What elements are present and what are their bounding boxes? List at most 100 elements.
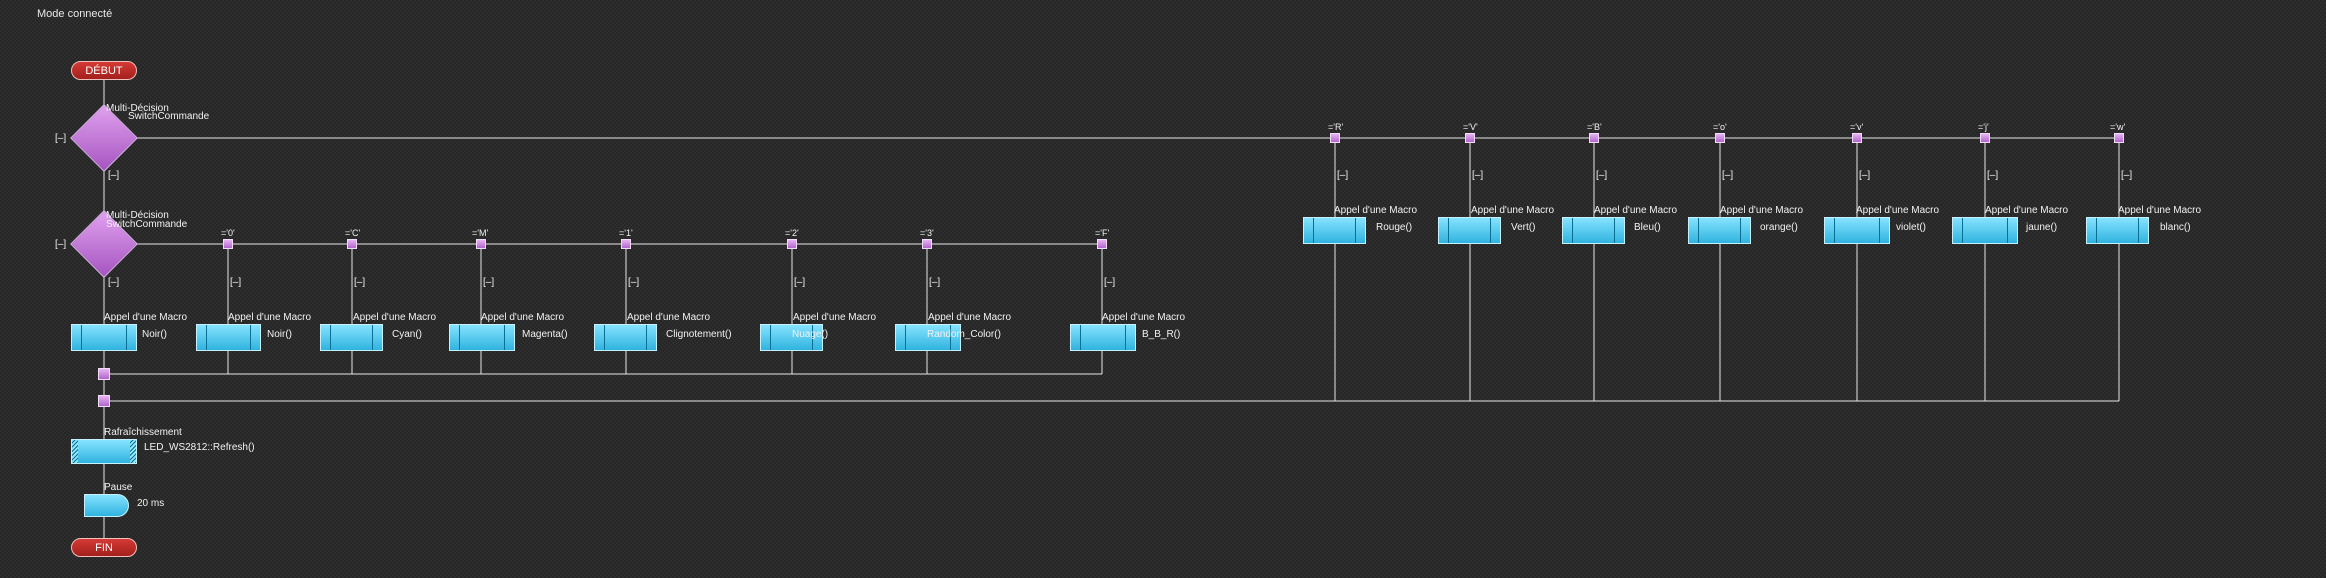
macro-title-bottom: Appel d'une Macro bbox=[481, 312, 565, 323]
macro-call-top: blanc() bbox=[2160, 222, 2191, 233]
case-node-bottom[interactable] bbox=[347, 239, 357, 249]
macro-block-bottom[interactable] bbox=[449, 324, 515, 351]
macro-title-top: Appel d'une Macro bbox=[1334, 205, 1418, 216]
macro-block-bottom[interactable] bbox=[196, 324, 261, 351]
macro-title-bottom: Appel d'une Macro bbox=[228, 312, 312, 323]
case-label-top: ='V' bbox=[1463, 122, 1478, 132]
macro-block-bottom[interactable] bbox=[1070, 324, 1136, 351]
case-node-top[interactable] bbox=[1852, 133, 1862, 143]
macro-title-top: Appel d'une Macro bbox=[1985, 205, 2069, 216]
case-label-bottom: ='1' bbox=[619, 228, 633, 238]
branch-tag-top: [–] bbox=[2121, 170, 2133, 181]
case-label-top: ='w' bbox=[2110, 122, 2126, 132]
case-node-bottom[interactable] bbox=[922, 239, 932, 249]
branch-tag-bottom: [–] bbox=[929, 277, 941, 288]
macro-block-top[interactable] bbox=[1303, 217, 1366, 244]
macro-block-bottom[interactable] bbox=[895, 324, 961, 351]
macro-title-bottom: Appel d'une Macro bbox=[627, 312, 711, 323]
decision-1-name: SwitchCommande bbox=[128, 111, 210, 122]
macro-call-top: jaune() bbox=[2026, 222, 2058, 233]
case-node-top[interactable] bbox=[1980, 133, 1990, 143]
pause-value: 20 ms bbox=[137, 498, 165, 509]
macro-title-top: Appel d'une Macro bbox=[1471, 205, 1555, 216]
junction-node-top[interactable] bbox=[98, 395, 110, 407]
end-terminal[interactable]: FIN bbox=[71, 538, 137, 557]
decision-1-default-below: [–] bbox=[108, 170, 120, 181]
case-node-bottom[interactable] bbox=[1097, 239, 1107, 249]
macro-title-bottom: Appel d'une Macro bbox=[793, 312, 877, 323]
refresh-block[interactable] bbox=[71, 439, 137, 464]
branch-tag-top: [–] bbox=[1472, 170, 1484, 181]
case-node-bottom[interactable] bbox=[621, 239, 631, 249]
case-node-bottom[interactable] bbox=[476, 239, 486, 249]
macro-call-top: Bleu() bbox=[1634, 222, 1661, 233]
macro-block-top[interactable] bbox=[1824, 217, 1890, 244]
case-node-bottom[interactable] bbox=[787, 239, 797, 249]
macro-call-top: orange() bbox=[1760, 222, 1798, 233]
start-terminal[interactable]: DÉBUT bbox=[71, 61, 137, 80]
pause-block[interactable] bbox=[84, 494, 129, 517]
macro-title-bottom: Appel d'une Macro bbox=[928, 312, 1012, 323]
refresh-call: LED_WS2812::Refresh() bbox=[144, 442, 255, 453]
macro-block-top[interactable] bbox=[1952, 217, 2018, 244]
case-label-top: ='B' bbox=[1587, 122, 1602, 132]
case-label-bottom: ='M' bbox=[472, 228, 489, 238]
decision-2-default-below: [–] bbox=[108, 277, 120, 288]
decision-1-type: Multi-Décision bbox=[106, 103, 169, 114]
case-label-bottom: ='F' bbox=[1095, 228, 1110, 238]
macro-block-top[interactable] bbox=[1688, 217, 1751, 244]
branch-tag-top: [–] bbox=[1859, 170, 1871, 181]
macro-call-bottom: Magenta() bbox=[522, 329, 568, 340]
macro-call-bottom: Clignotement() bbox=[666, 329, 732, 340]
case-node-bottom[interactable] bbox=[223, 239, 233, 249]
macro-call-top: Vert() bbox=[1511, 222, 1536, 233]
case-label-bottom: ='3' bbox=[920, 228, 934, 238]
refresh-title: Rafraîchissement bbox=[104, 427, 182, 438]
macro-block-top[interactable] bbox=[1562, 217, 1625, 244]
macro-call-bottom: Nuage() bbox=[792, 329, 829, 340]
macro-title-top: Appel d'une Macro bbox=[2118, 205, 2202, 216]
macro-title-default: Appel d'une Macro bbox=[104, 312, 188, 323]
case-node-top[interactable] bbox=[1589, 133, 1599, 143]
case-label-top: ='o' bbox=[1713, 122, 1727, 132]
macro-title-top: Appel d'une Macro bbox=[1594, 205, 1678, 216]
case-node-top[interactable] bbox=[1465, 133, 1475, 143]
macro-call-bottom: Cyan() bbox=[392, 329, 423, 340]
junction-node-bottom[interactable] bbox=[98, 368, 110, 380]
branch-tag-top: [–] bbox=[1337, 170, 1349, 181]
decision-2-type: Multi-Décision bbox=[106, 210, 169, 221]
branch-tag-bottom: [–] bbox=[230, 277, 242, 288]
case-node-top[interactable] bbox=[2114, 133, 2124, 143]
macro-block-top[interactable] bbox=[1438, 217, 1501, 244]
case-node-top[interactable] bbox=[1715, 133, 1725, 143]
case-node-top[interactable] bbox=[1330, 133, 1340, 143]
branch-tag-bottom: [–] bbox=[1104, 277, 1116, 288]
branch-tag-bottom: [–] bbox=[794, 277, 806, 288]
case-label-bottom: ='0' bbox=[221, 228, 235, 238]
branch-tag-bottom: [–] bbox=[354, 277, 366, 288]
macro-title-top: Appel d'une Macro bbox=[1856, 205, 1940, 216]
macro-call-bottom: Noir() bbox=[267, 329, 292, 340]
macro-title-top: Appel d'une Macro bbox=[1720, 205, 1804, 216]
macro-call-bottom: B_B_R() bbox=[1142, 329, 1181, 340]
macro-block-bottom[interactable] bbox=[320, 324, 383, 351]
branch-tag-bottom: [–] bbox=[483, 277, 495, 288]
macro-call-bottom: Random_Color() bbox=[927, 329, 1001, 340]
case-label-top: ='R' bbox=[1328, 122, 1344, 132]
macro-block-bottom[interactable] bbox=[760, 324, 823, 351]
macro-call-default: Noir() bbox=[142, 329, 167, 340]
case-label-bottom: ='C' bbox=[345, 228, 361, 238]
decision-2-name: SwitchCommande bbox=[106, 219, 188, 230]
macro-block-bottom[interactable] bbox=[594, 324, 657, 351]
mode-label: Mode connecté bbox=[37, 8, 113, 20]
case-label-top: ='v' bbox=[1850, 122, 1864, 132]
macro-title-bottom: Appel d'une Macro bbox=[1102, 312, 1186, 323]
macro-block-top[interactable] bbox=[2086, 217, 2149, 244]
case-label-top: ='j' bbox=[1978, 122, 1989, 132]
macro-call-top: Rouge() bbox=[1376, 222, 1413, 233]
macro-block-default[interactable] bbox=[71, 324, 137, 351]
macro-call-top: violet() bbox=[1896, 222, 1927, 233]
branch-tag-bottom: [–] bbox=[628, 277, 640, 288]
pause-title: Pause bbox=[104, 482, 133, 493]
